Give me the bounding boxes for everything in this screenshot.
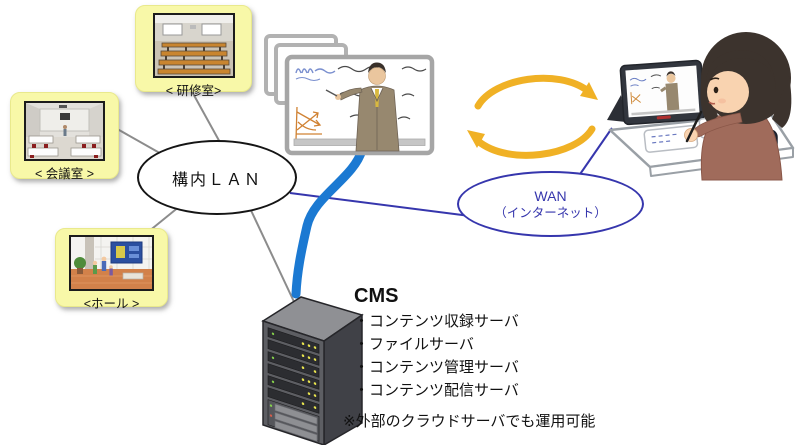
room-label-hall: <ホール > bbox=[83, 297, 140, 311]
student-bangs bbox=[705, 50, 776, 92]
wan-sublabel: （インターネット） bbox=[494, 205, 607, 220]
cms-note: ※外部のクラウドサーバでも運用可能 bbox=[343, 413, 596, 430]
lecturer-figure bbox=[325, 62, 400, 152]
student-at-desk-illustration bbox=[607, 32, 795, 181]
cms-list-item: ・コンテンツ配信サーバ bbox=[354, 382, 519, 399]
link-lan-hall bbox=[147, 205, 181, 233]
room-card-meeting: < 会議室 > bbox=[10, 92, 119, 181]
cms-title: CMS bbox=[354, 285, 399, 307]
link-lan-training bbox=[189, 87, 223, 147]
whiteboard-orange-sketch bbox=[295, 106, 322, 141]
room-label-training: < 研修室> bbox=[165, 84, 222, 98]
link-lan-meeting bbox=[111, 125, 166, 157]
cms-block: CMS ・コンテンツ収録サーバ ・ファイルサーバ ・コンテンツ管理サーバ ・コン… bbox=[343, 284, 595, 431]
tablet-stand bbox=[607, 95, 626, 122]
lan-link-lines bbox=[111, 87, 297, 307]
notebook-left bbox=[643, 124, 699, 153]
student-face bbox=[707, 71, 749, 113]
wan-node: WAN （インターネット） bbox=[457, 171, 644, 237]
room-card-training: < 研修室> bbox=[135, 5, 252, 98]
link-desk-wan bbox=[575, 127, 613, 181]
hall-image bbox=[69, 235, 154, 291]
cms-list-item: ・コンテンツ管理サーバ bbox=[354, 359, 519, 376]
room-label-meeting: < 会議室 > bbox=[34, 167, 95, 181]
whiteboard-lecturer-illustration bbox=[264, 34, 435, 156]
lan-node: 構内ＬＡＮ bbox=[137, 140, 297, 215]
pen bbox=[685, 110, 703, 143]
cms-server-list: ・コンテンツ収録サーバ ・ファイルサーバ ・コンテンツ管理サーバ ・コンテンツ配… bbox=[354, 310, 595, 402]
link-lan-server bbox=[247, 203, 297, 307]
cms-list-item: ・コンテンツ収録サーバ bbox=[354, 313, 519, 330]
server-rack-icon bbox=[261, 296, 364, 445]
trunk-line-whiteboard-server bbox=[291, 145, 367, 299]
meeting-room-image bbox=[24, 101, 105, 161]
lan-label: 構内ＬＡＮ bbox=[171, 171, 262, 189]
tablet-device bbox=[619, 59, 706, 126]
room-card-hall: <ホール > bbox=[55, 228, 168, 311]
wan-label: WAN bbox=[534, 187, 567, 204]
training-room-image bbox=[152, 13, 235, 78]
student-eye bbox=[713, 86, 719, 94]
cms-list-item: ・ファイルサーバ bbox=[354, 336, 474, 353]
sync-arrows-icon bbox=[467, 74, 598, 159]
